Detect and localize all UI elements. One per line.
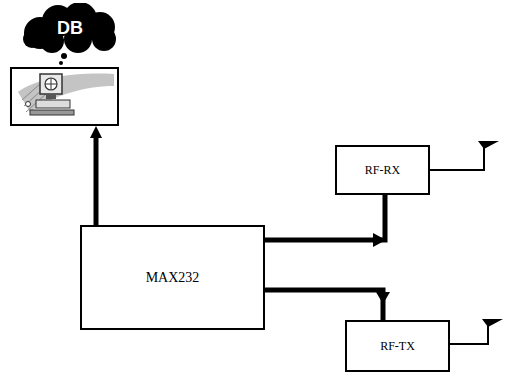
arrow-head xyxy=(373,233,386,247)
signal-arrow xyxy=(265,290,390,320)
computer-icon xyxy=(11,68,118,125)
bubble-dot xyxy=(59,61,63,65)
uplink-arrow xyxy=(90,126,102,226)
arrow-head xyxy=(376,292,390,304)
signal-arrow xyxy=(265,195,386,247)
node-label: MAX232 xyxy=(146,270,200,286)
rf-receiver-box: RF-RX xyxy=(335,145,430,195)
antenna-symbol xyxy=(430,141,499,170)
rf-transmitter-box: RF-TX xyxy=(345,320,450,372)
database-cloud: DB xyxy=(18,3,122,53)
node-label: RF-RX xyxy=(365,163,400,178)
connector-line xyxy=(265,195,385,240)
antenna-symbol xyxy=(450,319,503,344)
bubble-dot xyxy=(61,53,67,59)
node-label: RF-TX xyxy=(380,339,415,354)
node-label: DB xyxy=(57,18,83,39)
max232-box: MAX232 xyxy=(80,225,265,330)
connector-line xyxy=(265,290,383,320)
